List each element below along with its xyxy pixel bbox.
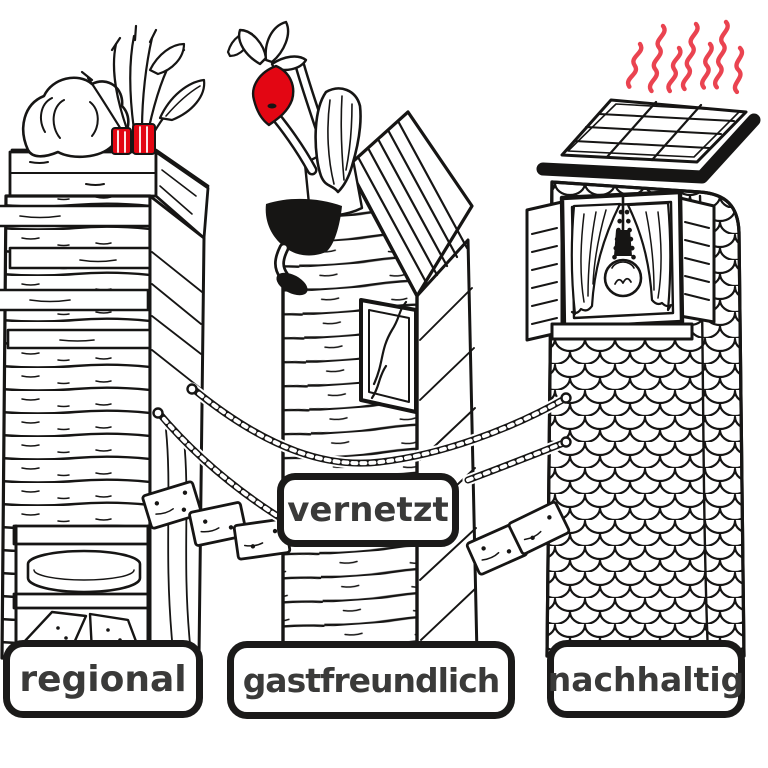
- bridge-plank: [141, 480, 203, 530]
- house-window: [359, 298, 418, 414]
- heat-waves: [625, 19, 745, 95]
- red-beet-icon: [251, 64, 295, 127]
- shorts: [265, 198, 342, 256]
- rope-knots: [152, 383, 572, 448]
- label-regional-text: regional: [19, 658, 187, 700]
- window-reflection: [370, 300, 408, 400]
- tower-regional: [0, 24, 254, 660]
- tower-gastfreundlich: [237, 20, 479, 657]
- bridge-plank: [507, 500, 571, 556]
- hair: [314, 87, 362, 194]
- bridge-rope-top: [186, 382, 572, 469]
- climber-holding-red-beet: [237, 20, 364, 296]
- left-shutter: [525, 200, 564, 342]
- cheese-wheel-icon: [26, 549, 142, 594]
- beet-leaves: [237, 20, 308, 72]
- bridge-rope-lower-left: [152, 406, 293, 528]
- label-nachhaltig-text: nachhaltig: [547, 659, 745, 699]
- label-nachhaltig: nachhaltig: [547, 640, 745, 718]
- solar-panel-roof: [536, 98, 761, 184]
- shoe: [276, 272, 308, 296]
- cheese-shelf: [12, 524, 152, 658]
- light-bulb-icon: [603, 194, 643, 298]
- rooftop-garden-bed: [8, 148, 210, 240]
- label-vernetzt: vernetzt: [277, 473, 459, 547]
- red-vegetable-crates: [111, 123, 156, 155]
- label-vernetzt-text: vernetzt: [287, 490, 449, 530]
- bridge-rope-lower-right: [462, 436, 572, 486]
- open-window-with-shutters: [525, 189, 716, 342]
- bridge-plank: [188, 501, 248, 547]
- tower-nachhaltig: [525, 19, 761, 658]
- label-gastfreundlich-text: gastfreundlich: [242, 660, 501, 700]
- label-gastfreundlich: gastfreundlich: [227, 641, 515, 719]
- label-regional: regional: [3, 640, 203, 718]
